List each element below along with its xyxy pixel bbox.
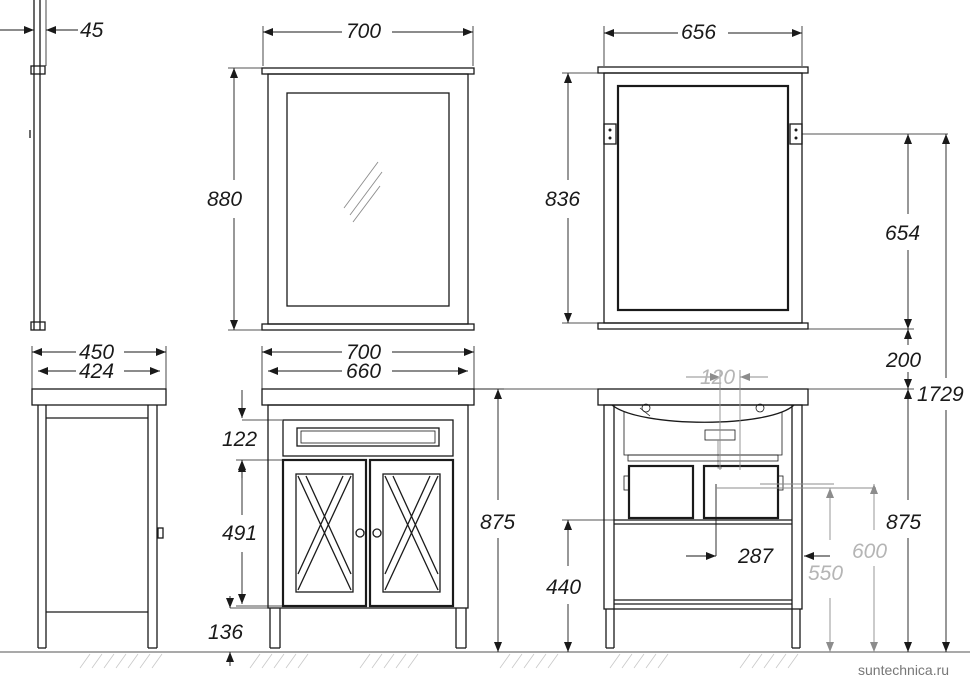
dim-siphon-offset: 120 <box>700 366 735 389</box>
mirror-side-view <box>0 0 78 331</box>
floor-hatch-mark <box>273 653 285 669</box>
floor-hatch-mark <box>633 653 645 669</box>
dim-mirror-hanger-height: 654 <box>885 222 920 245</box>
dim-water-inlet-low: 550 <box>808 562 843 585</box>
dim-total-height: 1729 <box>917 383 964 406</box>
mirror-front-view <box>228 26 475 331</box>
floor-hatch-mark <box>359 653 371 669</box>
floor-hatch-mark <box>787 653 799 669</box>
dim-vanity-front-top: 700 <box>346 341 381 364</box>
floor-hatch-mark <box>371 653 383 669</box>
floor-hatch-mark <box>609 653 621 669</box>
dim-vanity-height: 875 <box>480 511 515 534</box>
mirror-back-view <box>562 26 948 330</box>
floor-hatch-mark <box>547 653 559 669</box>
dim-mirror-gap: 200 <box>885 349 921 372</box>
dim-vanity-side-body: 424 <box>79 360 114 383</box>
floor-hatch-mark <box>103 653 115 669</box>
floor-hatch-mark <box>151 653 163 669</box>
vanity-front-view <box>226 346 504 666</box>
floor-hatch-mark <box>657 653 669 669</box>
floor-hatch-mark <box>91 653 103 669</box>
dim-mirror-side-depth: 45 <box>80 19 104 42</box>
dim-mirror-front-width: 700 <box>346 20 381 43</box>
floor-hatch-mark <box>751 653 763 669</box>
dim-mirror-back-height: 836 <box>545 188 580 211</box>
dim-vanity-side-top: 450 <box>79 341 114 364</box>
vanity-side-view <box>31 346 167 649</box>
floor-hatch-mark <box>763 653 775 669</box>
dim-drawer-height: 122 <box>222 428 257 451</box>
floor-hatch-mark <box>499 653 511 669</box>
floor-hatch-mark <box>395 653 407 669</box>
floor-hatch-mark <box>523 653 535 669</box>
dim-water-inlet-high: 600 <box>852 540 887 563</box>
floor-hatch-mark <box>645 653 657 669</box>
dim-door-height: 491 <box>222 522 257 545</box>
floor-hatch-mark <box>261 653 273 669</box>
watermark: suntechnica.ru <box>858 662 949 678</box>
dim-shelf-height: 440 <box>546 576 581 599</box>
dim-mirror-front-height: 880 <box>207 188 242 211</box>
dim-leg-height: 136 <box>208 621 243 644</box>
floor-hatch-mark <box>79 653 91 669</box>
floor-hatch-mark <box>297 653 309 669</box>
floor-hatch-mark <box>621 653 633 669</box>
floor-hatch-mark <box>739 653 751 669</box>
floor-hatch-mark <box>775 653 787 669</box>
dim-drain-offset: 287 <box>737 545 774 568</box>
vanity-back-view <box>562 370 878 652</box>
floor-hatch-mark <box>511 653 523 669</box>
total-height-dimension <box>473 134 950 652</box>
floor-hatch-mark <box>115 653 127 669</box>
floor-hatch-mark <box>285 653 297 669</box>
dim-vanity-height-back: 875 <box>886 511 921 534</box>
floor-hatch-mark <box>127 653 139 669</box>
floor-hatch-mark <box>383 653 395 669</box>
dim-vanity-front-body: 660 <box>346 360 381 383</box>
floor-hatch-mark <box>139 653 151 669</box>
floor-hatch-mark <box>249 653 261 669</box>
floor-hatch-mark <box>535 653 547 669</box>
floor-line <box>0 651 970 669</box>
floor-hatch-mark <box>407 653 419 669</box>
dim-mirror-back-width: 656 <box>681 21 716 44</box>
